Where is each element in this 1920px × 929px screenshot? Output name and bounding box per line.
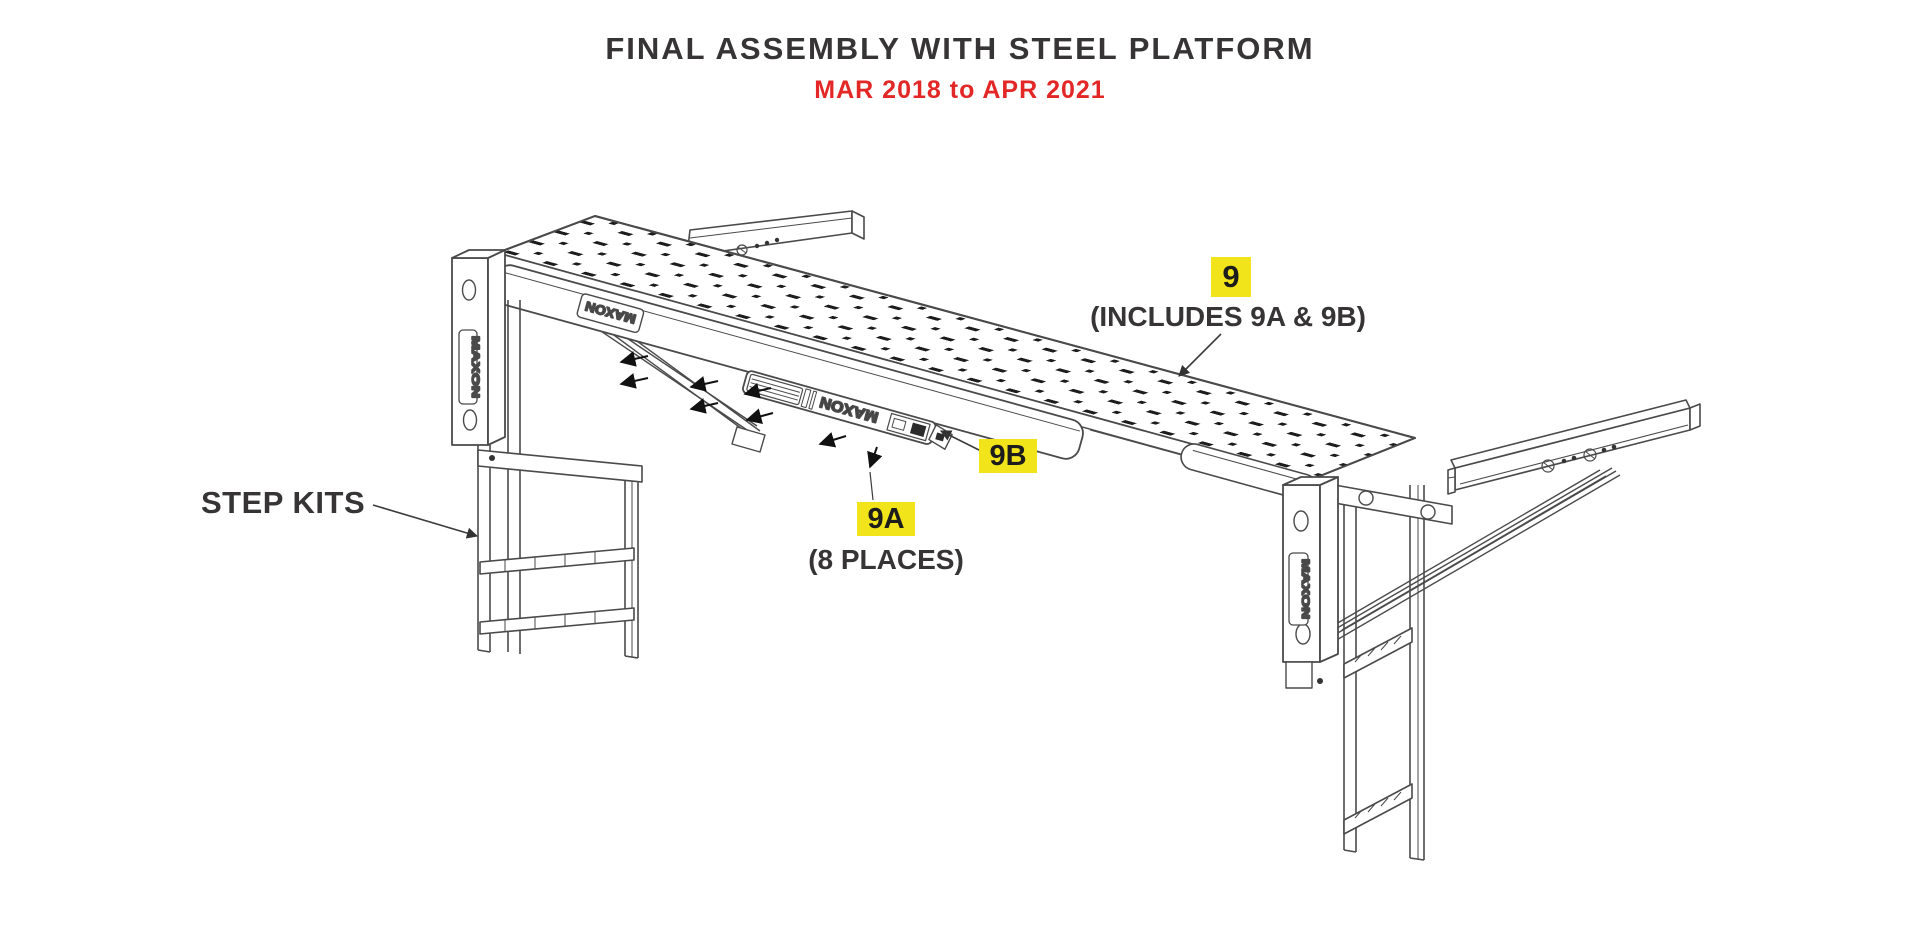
right-step-kit: MAXON <box>1282 476 1453 861</box>
screw-arrow <box>689 376 719 392</box>
left-extension-arm <box>686 210 865 257</box>
bolt-hole-icon <box>1358 490 1374 506</box>
maxon-bracket-plate: MAXON <box>1288 552 1312 626</box>
connector-box <box>886 412 931 442</box>
brace-foot <box>731 426 766 453</box>
bolt-hole-icon <box>1420 504 1436 520</box>
light-lens <box>746 373 804 406</box>
item-9a-badge: 9A <box>857 502 915 536</box>
left-ladder <box>477 300 643 659</box>
screw-arrow <box>818 432 847 448</box>
item9a-leader <box>869 471 874 501</box>
leader-lines <box>372 333 1222 539</box>
bolt-hole-icon <box>462 409 478 431</box>
step-rung <box>479 607 635 635</box>
step-kits-leader <box>372 504 479 539</box>
maxon-logo-text: MAXON <box>469 336 481 398</box>
step-rung <box>1343 627 1413 679</box>
screw-arrow <box>743 382 772 399</box>
right-support-brace <box>1307 467 1621 653</box>
front-rail: MAXON <box>491 264 1084 460</box>
screw-arrow <box>867 446 883 469</box>
screw-arrow <box>745 408 774 424</box>
left-step-kit: MAXON <box>451 249 643 659</box>
step-kits-label: STEP KITS <box>201 485 366 520</box>
bolt-icon <box>1541 459 1555 473</box>
screw-arrow <box>619 351 649 367</box>
item-9a-note: (8 PLACES) <box>808 544 964 575</box>
screw-arrow <box>689 398 719 414</box>
item9b-leader <box>939 430 982 452</box>
page-title: FINAL ASSEMBLY WITH STEEL PLATFORM <box>605 31 1315 66</box>
item-9b-badge: 9B <box>979 439 1037 473</box>
maxon-logo-text: MAXON <box>1299 559 1311 619</box>
bolt-hole-icon <box>461 279 477 301</box>
screw-arrow <box>619 373 649 389</box>
maxon-bracket-plate: MAXON <box>458 329 482 405</box>
item9-leader <box>1178 333 1222 377</box>
right-extension-arm <box>1447 399 1701 495</box>
right-ladder <box>1343 485 1425 861</box>
bolt-icon <box>1583 448 1597 462</box>
date-range-subtitle: MAR 2018 to APR 2021 <box>814 76 1106 104</box>
step-rung <box>1343 783 1413 835</box>
bolt-hole-icon <box>1293 510 1309 532</box>
left-mounting-bracket: MAXON <box>451 249 506 446</box>
right-mounting-bracket: MAXON <box>1282 476 1339 689</box>
item-9-note: (INCLUDES 9A & 9B) <box>1090 301 1366 332</box>
step-rung <box>479 547 635 575</box>
item-9-badge: 9 <box>1211 257 1251 297</box>
screw-direction-arrows <box>619 351 883 469</box>
